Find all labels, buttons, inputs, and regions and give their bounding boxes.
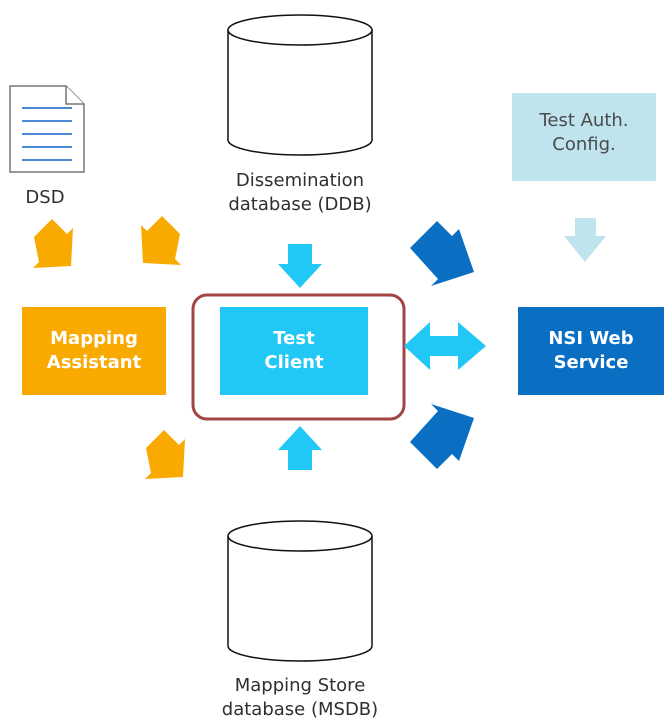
ddb-to-nsi-arrow-icon: [410, 221, 474, 286]
dsd-label: DSD: [25, 187, 65, 208]
selection-outline: [191, 293, 406, 421]
test-auth-config-box: [512, 93, 656, 181]
dissemination-db-cylinder-icon: [227, 14, 373, 156]
test-auth-config-label: Test Auth. Config.: [539, 110, 629, 156]
nsi-web-service-label: NSI Web Service: [548, 327, 634, 373]
msdb-to-test-client-arrow-icon: [278, 426, 322, 470]
mapping-to-msdb-arrow-icon: [145, 430, 185, 479]
test-client-box: [220, 307, 368, 395]
msdb-to-nsi-arrow-icon: [410, 404, 474, 469]
ddb-to-mapping-arrow-icon: [141, 216, 181, 265]
test-client-label: Test Client: [264, 327, 324, 373]
test-client-nsi-double-arrow-icon: [404, 322, 486, 370]
auth-config-to-nsi-arrow-icon: [564, 218, 606, 262]
mapping-store-db-label: Mapping Store database (MSDB): [221, 675, 379, 721]
document-icon: [9, 85, 85, 173]
dsd-to-mapping-arrow-icon: [33, 219, 73, 268]
dissemination-db-label: Dissemination database (DDB): [228, 170, 372, 216]
mapping-store-db-cylinder-icon: [227, 520, 373, 662]
mapping-assistant-box: [22, 307, 166, 395]
ddb-to-test-client-arrow-icon: [278, 244, 322, 288]
mapping-assistant-label: Mapping Assistant: [46, 327, 142, 373]
nsi-web-service-box: [518, 307, 664, 395]
